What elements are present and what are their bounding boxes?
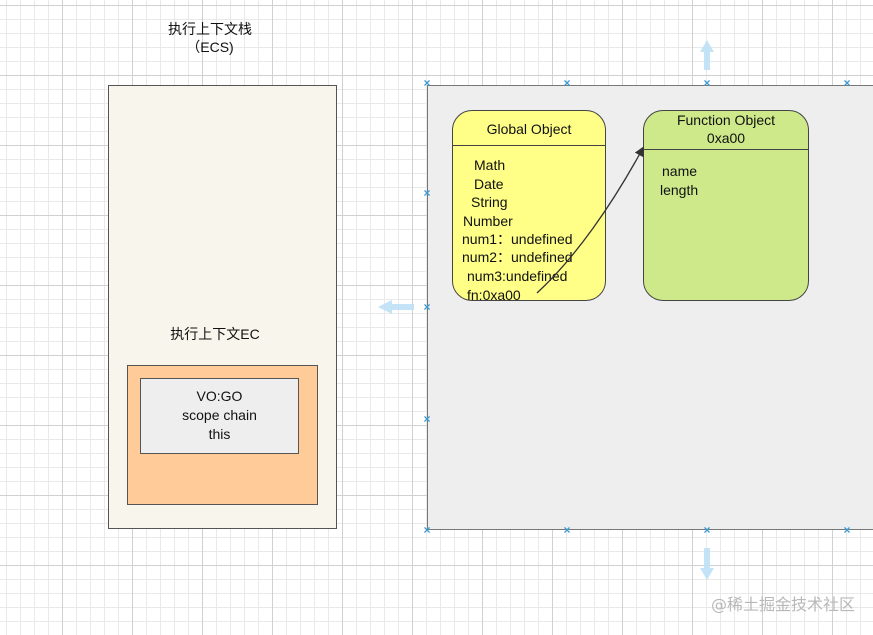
function-object-box[interactable]: Function Object 0xa00 name length — [643, 110, 809, 301]
go-prop-math: Math — [474, 157, 506, 173]
selection-handle-icon[interactable]: × — [423, 412, 431, 426]
function-object-header: Function Object 0xa00 — [644, 111, 808, 150]
fo-prop-length: length — [660, 182, 699, 198]
ecs-title: 执行上下文栈 （ECS) — [140, 20, 280, 56]
ecs-title-line2: （ECS) — [186, 39, 234, 55]
variable-object-box[interactable]: VO:GO scope chain this — [140, 378, 299, 454]
global-object-box[interactable]: Global Object Math Date String Number nu… — [452, 110, 606, 303]
selection-handle-icon[interactable]: × — [423, 76, 431, 90]
up-hint-arrow-icon[interactable] — [700, 40, 714, 70]
global-object-title: Global Object — [453, 111, 605, 146]
down-hint-arrow-icon[interactable] — [700, 548, 714, 580]
go-prop-string: String — [471, 194, 508, 210]
scope-chain-line: scope chain — [182, 407, 257, 423]
selection-handle-icon[interactable]: × — [843, 523, 851, 537]
left-hint-arrow-icon[interactable] — [378, 300, 414, 314]
selection-handle-icon[interactable]: × — [423, 186, 431, 200]
vo-line: VO:GO — [196, 388, 243, 404]
selection-handle-icon[interactable]: × — [423, 523, 431, 537]
go-prop-number: Number — [463, 213, 513, 229]
go-prop-date: Date — [474, 176, 504, 192]
ec-title: 执行上下文EC — [170, 326, 260, 342]
selection-handle-icon[interactable]: × — [703, 523, 711, 537]
go-prop-num3: num3:undefined — [467, 268, 568, 284]
fo-prop-name: name — [662, 163, 698, 179]
go-prop-fn: fn:0xa00 — [467, 287, 521, 303]
connection-hint-arrows[interactable] — [378, 40, 714, 580]
go-prop-num1: num1：undefined — [462, 231, 573, 247]
selection-handle-icon[interactable]: × — [563, 523, 571, 537]
selection-handle-icon[interactable]: × — [703, 76, 711, 90]
watermark: @稀土掘金技术社区 — [710, 595, 855, 614]
go-prop-num2: num2：undefined — [462, 249, 573, 265]
ecs-title-line1: 执行上下文栈 — [168, 21, 252, 37]
selection-handle-icon[interactable]: × — [843, 76, 851, 90]
function-object-title: Function Object — [676, 112, 776, 128]
this-line: this — [208, 426, 231, 442]
selection-handle-icon[interactable]: × — [423, 300, 431, 314]
selection-handle-icon[interactable]: × — [563, 76, 571, 90]
fn-to-function-object-arrow[interactable] — [536, 146, 644, 294]
function-object-address: 0xa00 — [706, 130, 746, 146]
